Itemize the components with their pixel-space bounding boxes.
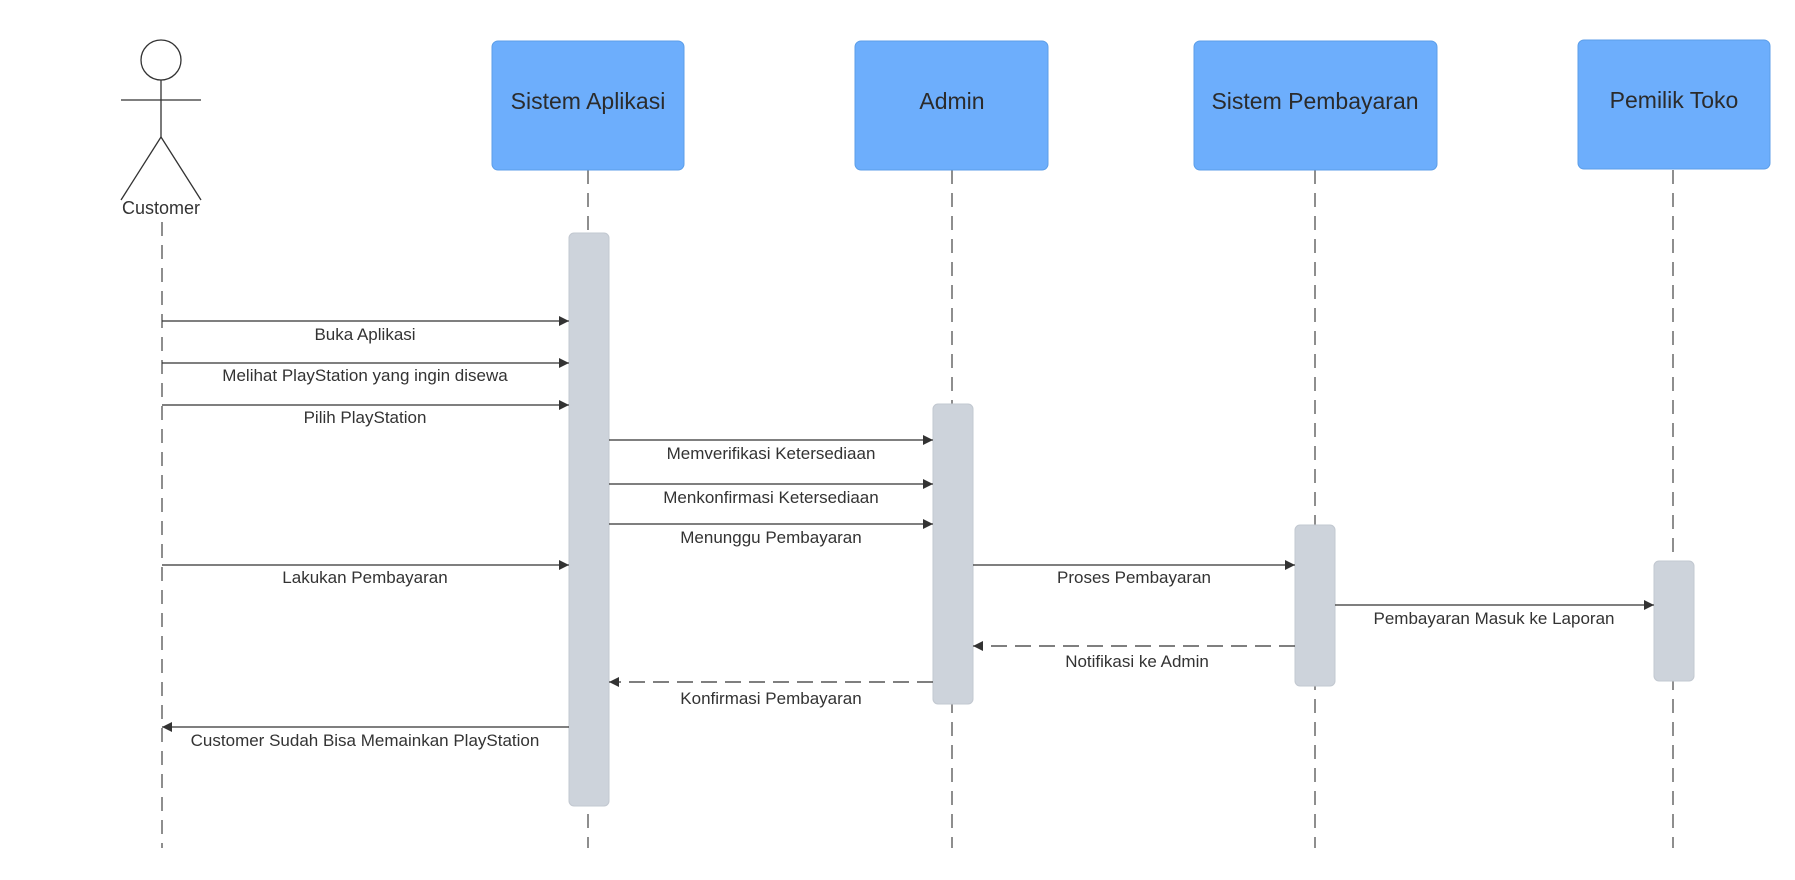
activations <box>568 232 1695 807</box>
participant-label: Admin <box>919 88 984 114</box>
message-buka-aplikasi: Buka Aplikasi <box>162 316 569 344</box>
activation-admin <box>932 403 974 705</box>
message-label: Notifikasi ke Admin <box>1065 652 1209 671</box>
message-melihat-playstation: Melihat PlayStation yang ingin disewa <box>162 358 569 385</box>
activation-pemilik-toko <box>1653 560 1695 682</box>
message-menunggu-pembayaran: Menunggu Pembayaran <box>609 519 933 547</box>
activation-sistem-pembayaran <box>1294 524 1336 687</box>
participant-admin: Admin <box>854 40 1049 171</box>
message-label: Pilih PlayStation <box>304 408 427 427</box>
messages: Buka Aplikasi Melihat PlayStation yang i… <box>162 316 1654 750</box>
actor-label: Customer <box>122 198 200 218</box>
actor-right-leg <box>160 136 202 201</box>
participant-box <box>1577 39 1771 170</box>
message-memverifikasi-ketersediaan: Memverifikasi Ketersediaan <box>609 435 933 463</box>
participant-pemilik-toko: Pemilik Toko <box>1577 39 1771 170</box>
message-pilih-playstation: Pilih PlayStation <box>162 400 569 427</box>
message-label: Pembayaran Masuk ke Laporan <box>1374 609 1615 628</box>
participant-box <box>1193 40 1438 171</box>
participant-label: Sistem Pembayaran <box>1211 88 1418 114</box>
message-label: Melihat PlayStation yang ingin disewa <box>222 366 508 385</box>
actor-customer: Customer <box>120 39 202 218</box>
participant-label: Pemilik Toko <box>1610 87 1739 113</box>
message-proses-pembayaran: Proses Pembayaran <box>973 560 1295 587</box>
activation-sistem-aplikasi <box>568 232 610 807</box>
participant-box <box>854 40 1049 171</box>
participant-sistem-aplikasi: Sistem Aplikasi <box>491 40 685 171</box>
message-customer-sudah-bisa-memainkan: Customer Sudah Bisa Memainkan PlayStatio… <box>162 722 569 750</box>
message-pembayaran-masuk-ke-laporan: Pembayaran Masuk ke Laporan <box>1335 600 1654 628</box>
participant-sistem-pembayaran: Sistem Pembayaran <box>1193 40 1438 171</box>
message-label: Lakukan Pembayaran <box>282 568 447 587</box>
message-label: Memverifikasi Ketersediaan <box>667 444 876 463</box>
message-label: Customer Sudah Bisa Memainkan PlayStatio… <box>191 731 540 750</box>
participant-box <box>491 40 685 171</box>
message-menkonfirmasi-ketersediaan: Menkonfirmasi Ketersediaan <box>609 479 933 507</box>
actor-left-leg <box>120 136 162 201</box>
message-lakukan-pembayaran: Lakukan Pembayaran <box>162 560 569 587</box>
message-label: Menunggu Pembayaran <box>680 528 861 547</box>
message-label: Buka Aplikasi <box>314 325 415 344</box>
participants: Sistem Aplikasi Admin Sistem Pembayaran … <box>491 39 1771 171</box>
message-label: Konfirmasi Pembayaran <box>680 689 861 708</box>
message-notifikasi-ke-admin: Notifikasi ke Admin <box>973 641 1295 671</box>
message-label: Menkonfirmasi Ketersediaan <box>663 488 878 507</box>
participant-label: Sistem Aplikasi <box>511 88 666 114</box>
message-label: Proses Pembayaran <box>1057 568 1211 587</box>
message-konfirmasi-pembayaran: Konfirmasi Pembayaran <box>609 677 933 708</box>
actor-head <box>140 39 182 81</box>
